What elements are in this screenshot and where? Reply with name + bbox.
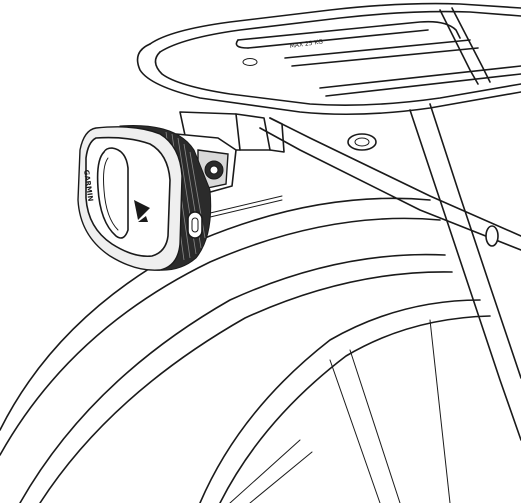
chevron-logo-icon	[134, 200, 150, 220]
radar-lens	[96, 147, 129, 239]
radar-device: GARMIN	[77, 125, 212, 271]
radar-power-button	[187, 211, 203, 239]
rear-rack: MAX 25 KG	[136, 2, 521, 116]
rear-wheel-and-fender	[0, 197, 491, 503]
rack-load-label: MAX 25 KG	[289, 38, 323, 50]
